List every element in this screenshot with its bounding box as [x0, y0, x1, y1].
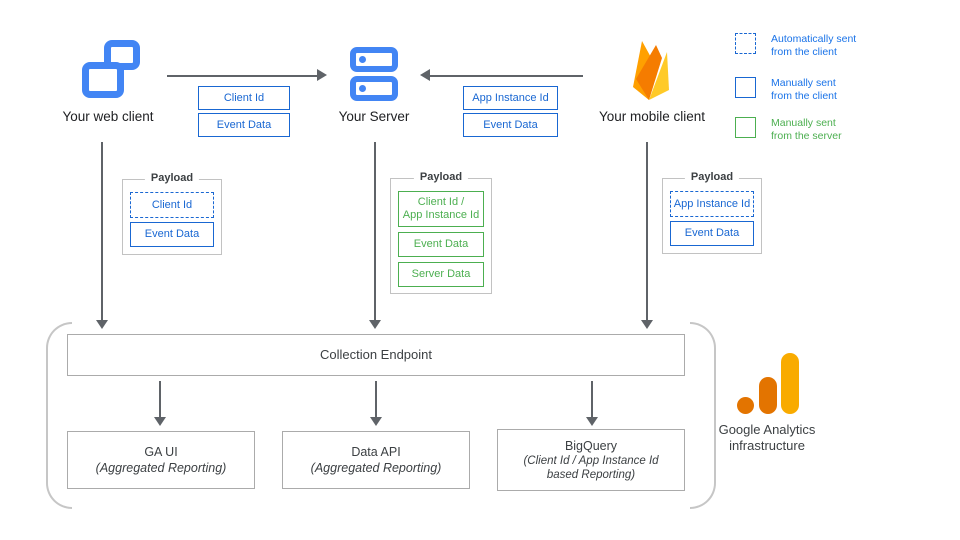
arrow-mobile-down-head — [641, 320, 653, 329]
payload-web-event-data: Event Data — [130, 222, 214, 247]
arrow-endpoint-dataapi-head — [370, 417, 382, 426]
ga-ui-subtitle: (Aggregated Reporting) — [95, 461, 227, 475]
arrow-endpoint-gaui — [159, 381, 161, 417]
legend-label-manual-client: Manually sent from the client — [771, 77, 837, 102]
collection-endpoint-label: Collection Endpoint — [319, 347, 433, 362]
collection-endpoint-box: Collection Endpoint — [67, 334, 685, 376]
arrow-server-down-head — [369, 320, 381, 329]
payload-server-event-data: Event Data — [398, 232, 484, 257]
data-api-box: Data API (Aggregated Reporting) — [282, 431, 470, 489]
legend-swatch-manual-client — [735, 77, 756, 98]
arrow-web-to-server-head — [317, 69, 327, 81]
bigquery-title: BigQuery — [564, 439, 618, 453]
legend-label-auto-client: Automatically sent from the client — [771, 33, 857, 58]
payload-server-title: Payload — [413, 171, 469, 183]
mobile-client-label: Your mobile client — [598, 109, 706, 124]
payload-box-web: Payload Client Id Event Data — [122, 172, 222, 255]
google-analytics-icon-bar-mid — [759, 377, 777, 414]
ga-ui-box: GA UI (Aggregated Reporting) — [67, 431, 255, 489]
ga-ui-title: GA UI — [144, 445, 178, 459]
arrow-web-down — [101, 142, 103, 320]
google-analytics-icon-bar-tall — [781, 353, 799, 414]
payload-mobile-event-data: Event Data — [670, 221, 754, 246]
arrow-mobile-down — [646, 142, 648, 320]
payload-web-client-id: Client Id — [130, 192, 214, 218]
legend-label-manual-server: Manually sent from the server — [771, 117, 842, 142]
infrastructure-caption: Google Analytics infrastructure — [718, 422, 816, 453]
arrow-mobile-to-server — [430, 75, 583, 77]
flow-tag-event-data-mobile: Event Data — [463, 113, 558, 137]
flow-tag-event-data-web: Event Data — [198, 113, 290, 137]
arrow-mobile-to-server-head — [420, 69, 430, 81]
web-client-icon — [82, 38, 144, 106]
payload-box-server: Payload Client Id / App Instance Id Even… — [390, 171, 492, 294]
firebase-icon — [633, 41, 669, 100]
payload-web-title: Payload — [144, 172, 200, 184]
payload-mobile-title: Payload — [684, 171, 740, 183]
flow-tag-app-instance-id: App Instance Id — [463, 86, 558, 110]
payload-server-ids: Client Id / App Instance Id — [398, 191, 484, 227]
flow-tag-client-id: Client Id — [198, 86, 290, 110]
arrow-web-to-server — [167, 75, 317, 77]
arrow-endpoint-bigquery-head — [586, 417, 598, 426]
server-label: Your Server — [338, 109, 410, 124]
arrow-endpoint-gaui-head — [154, 417, 166, 426]
google-analytics-icon — [737, 397, 754, 414]
arrow-server-down — [374, 142, 376, 320]
payload-box-mobile: Payload App Instance Id Event Data — [662, 171, 762, 254]
data-api-title: Data API — [351, 445, 401, 459]
legend-swatch-auto-client — [735, 33, 756, 54]
data-api-subtitle: (Aggregated Reporting) — [310, 461, 442, 475]
server-icon — [350, 47, 398, 101]
legend-swatch-manual-server — [735, 117, 756, 138]
payload-mobile-app-instance-id: App Instance Id — [670, 191, 754, 217]
arrow-web-down-head — [96, 320, 108, 329]
bigquery-subtitle: (Client Id / App Instance Id based Repor… — [523, 455, 659, 481]
bigquery-box: BigQuery (Client Id / App Instance Id ba… — [497, 429, 685, 491]
arrow-endpoint-bigquery — [591, 381, 593, 417]
web-client-label: Your web client — [62, 109, 154, 124]
payload-server-server-data: Server Data — [398, 262, 484, 287]
infrastructure-bracket-right — [690, 322, 716, 509]
arrow-endpoint-dataapi — [375, 381, 377, 417]
